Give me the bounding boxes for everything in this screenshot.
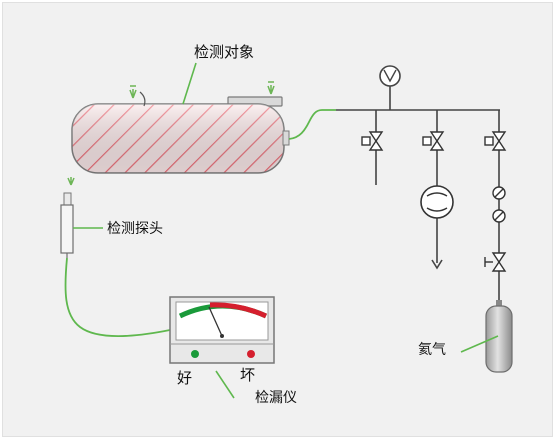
meter-scale-bad — [209, 302, 268, 319]
valve-icon — [422, 131, 445, 151]
good-indicator-light — [191, 350, 199, 358]
detection-probe — [60, 192, 74, 258]
instrument-label: 检漏仪 — [255, 390, 297, 406]
flow-indicator-icon — [492, 186, 506, 223]
meter-needle — [208, 306, 223, 337]
bad-label: 坏 — [240, 366, 256, 384]
leak-detector-instrument — [169, 296, 275, 364]
probe-cable — [64, 257, 171, 337]
helium-leader-line — [460, 335, 499, 353]
good-label: 好 — [177, 369, 193, 387]
gas-manifold — [336, 85, 500, 300]
vacuum-arrow-icon — [431, 259, 443, 270]
tank-shading — [72, 104, 284, 173]
tank-outlet — [282, 130, 290, 146]
bad-indicator-light — [247, 350, 255, 358]
helium-label: 氦气 — [418, 342, 446, 358]
tank-connection-tube — [288, 109, 336, 140]
valve-icon — [484, 131, 507, 151]
test-object-tank — [71, 91, 290, 174]
valve-icon — [361, 131, 384, 151]
target-leader-line — [182, 62, 197, 105]
probe-label: 检测探头 — [107, 221, 163, 237]
valve-icon — [484, 252, 507, 272]
instrument-leader-line — [215, 370, 235, 399]
helium-spray-icon — [67, 81, 275, 186]
pressure-gauge-icon — [379, 65, 401, 87]
helium-cylinder — [485, 300, 513, 373]
tank-small-hook — [139, 91, 146, 107]
vacuum-pump-icon — [420, 185, 454, 219]
target-label: 检测对象 — [194, 43, 255, 61]
